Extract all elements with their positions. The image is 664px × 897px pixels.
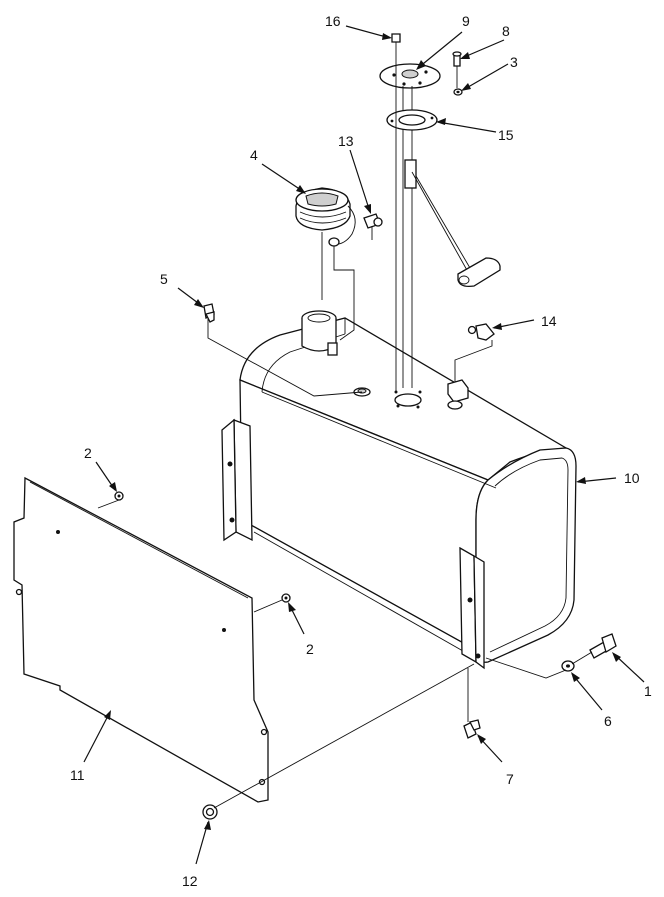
fuel-cap bbox=[295, 187, 356, 247]
guard-plate bbox=[13, 476, 269, 803]
callout-14: 14 bbox=[541, 313, 557, 329]
callout-1: 1 bbox=[644, 683, 652, 699]
callout-3: 3 bbox=[510, 54, 518, 70]
callout-5: 5 bbox=[160, 271, 168, 287]
fitting-14 bbox=[467, 323, 495, 341]
callout-2-upper: 2 bbox=[84, 445, 92, 461]
sender-gasket bbox=[386, 109, 438, 131]
callout-11: 11 bbox=[70, 767, 85, 783]
assembly-lines bbox=[97, 48, 593, 809]
nut-2-upper bbox=[114, 491, 124, 501]
bolt-1 bbox=[589, 633, 617, 659]
screw-16 bbox=[391, 33, 401, 48]
callout-15: 15 bbox=[498, 127, 514, 143]
callout-12: 12 bbox=[182, 873, 198, 889]
callout-8: 8 bbox=[502, 23, 510, 39]
callout-16: 16 bbox=[325, 13, 341, 29]
callout-7: 7 bbox=[506, 771, 514, 787]
callout-13: 13 bbox=[338, 133, 354, 149]
fuel-sender bbox=[379, 63, 501, 388]
drain-fitting-7 bbox=[463, 719, 481, 739]
callout-10: 10 bbox=[624, 470, 640, 486]
callout-4: 4 bbox=[250, 147, 258, 163]
callout-9: 9 bbox=[462, 13, 470, 29]
callout-6: 6 bbox=[604, 713, 612, 729]
washer-6 bbox=[561, 660, 575, 672]
callout-labels: 16 9 8 3 15 4 13 5 14 10 2 2 11 12 6 1 7 bbox=[70, 13, 652, 889]
nut-2-lower bbox=[281, 593, 291, 603]
fitting-13 bbox=[363, 213, 383, 229]
fuel-tank bbox=[221, 310, 577, 670]
nut-12 bbox=[202, 804, 218, 820]
stud-8 bbox=[452, 51, 462, 67]
washer-3 bbox=[453, 88, 463, 96]
fitting-5 bbox=[203, 303, 215, 323]
leader-lines bbox=[83, 25, 645, 865]
callout-2-lower: 2 bbox=[306, 641, 314, 657]
